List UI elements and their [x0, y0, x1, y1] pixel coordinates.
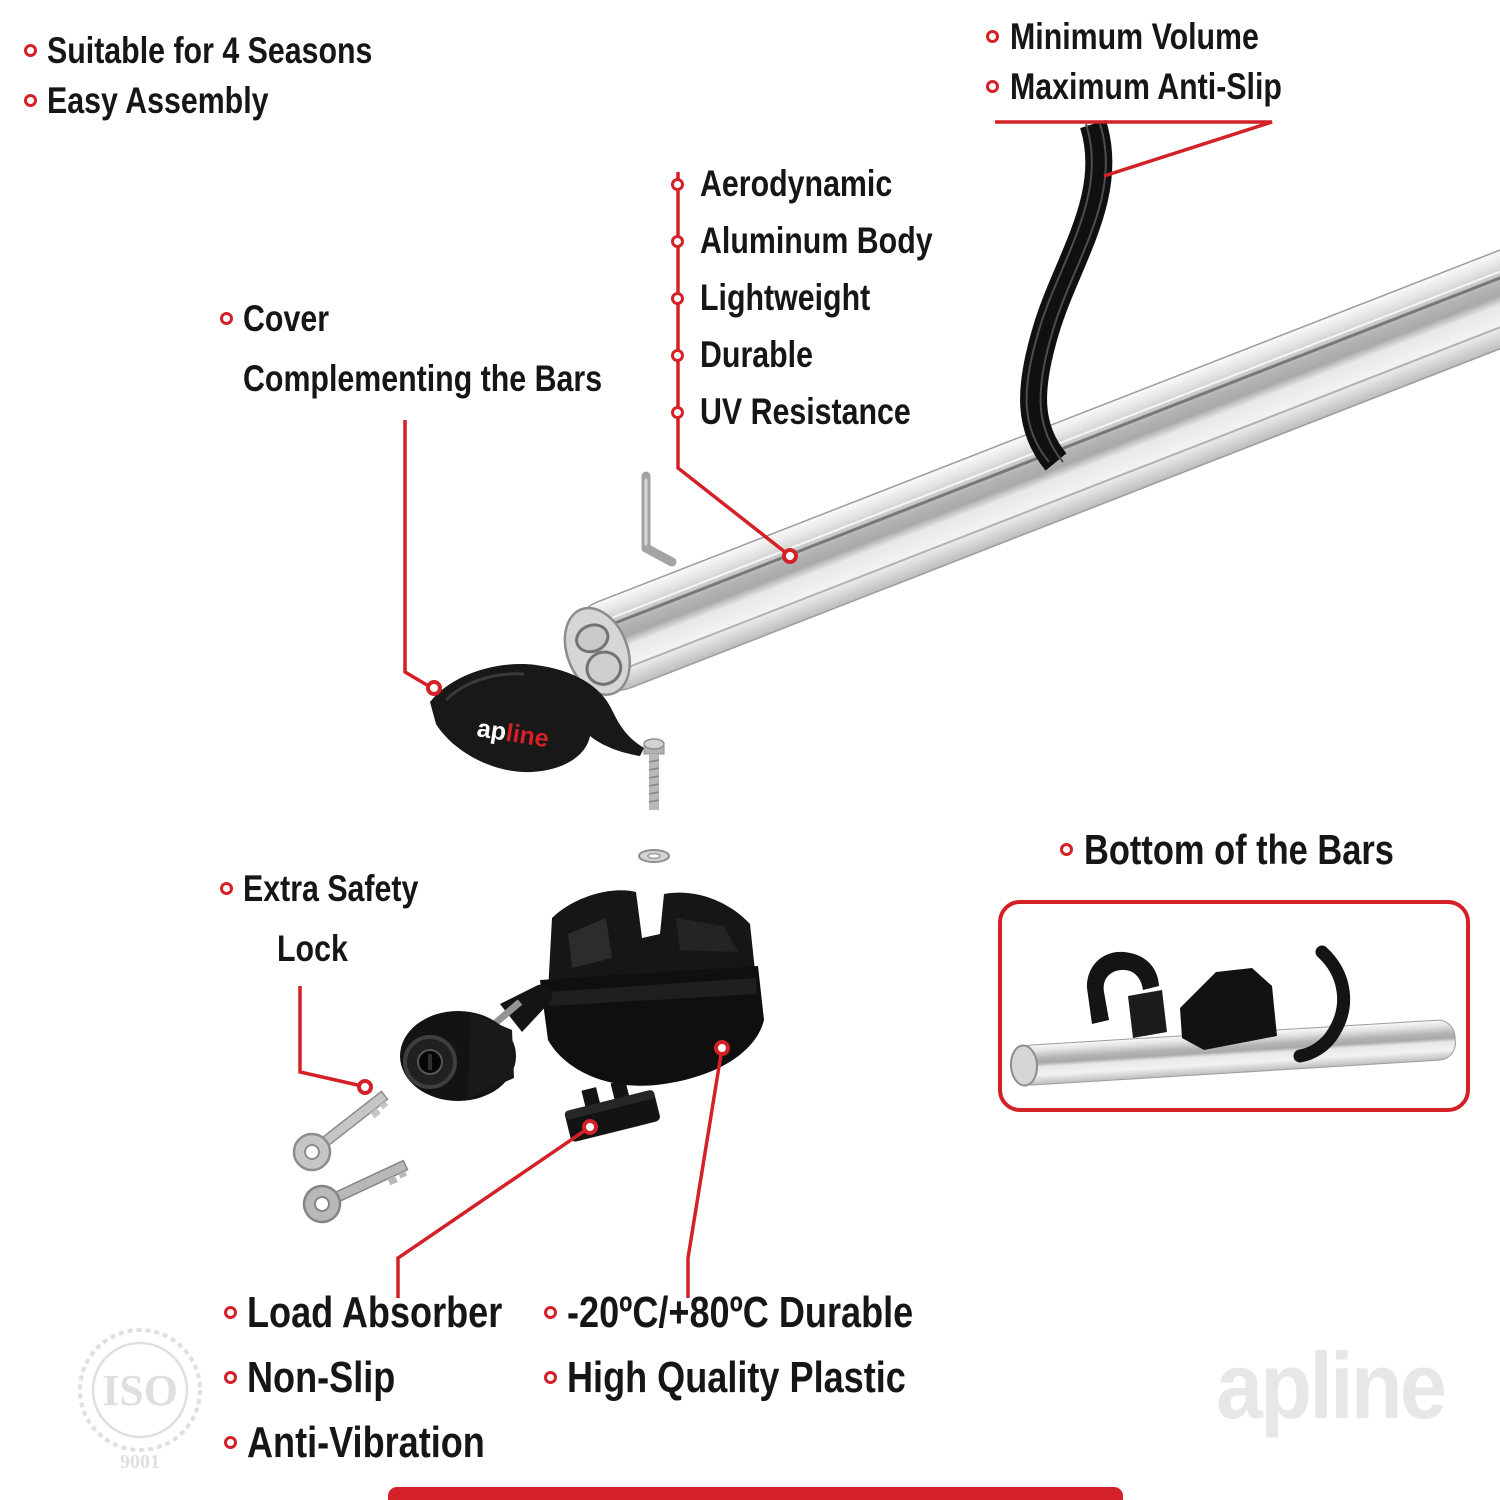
label-bottom-of-bars: Bottom of the Bars: [1084, 826, 1394, 873]
svg-text:ISO: ISO: [102, 1366, 178, 1415]
bar-end-cover: apline: [430, 664, 644, 773]
keys: [292, 1090, 409, 1224]
label-extra-safety: Extra Safety: [243, 868, 419, 909]
label-uv-resistance: UV Resistance: [700, 391, 911, 432]
bullet-icon: [224, 1371, 237, 1384]
label-complementing-bars: Complementing the Bars: [243, 358, 603, 399]
bullet-icon: [220, 882, 233, 895]
label-aluminum-body: Aluminum Body: [700, 220, 933, 261]
label-cover: Cover: [243, 298, 330, 339]
washer: [638, 849, 670, 863]
bullet-icon: [671, 406, 684, 419]
label-temperature-durable: -20ºC/+80ºC Durable: [567, 1288, 914, 1337]
bullet-icon: [24, 44, 37, 57]
label-minimum-volume: Minimum Volume: [1010, 16, 1259, 57]
bullet-icon: [671, 292, 684, 305]
bullet-icon: [24, 94, 37, 107]
bullet-icon: [224, 1306, 237, 1319]
safety-lock: [400, 984, 553, 1101]
label-high-quality-plastic: High Quality Plastic: [567, 1353, 906, 1402]
bullet-icon: [986, 30, 999, 43]
callout-dots: [357, 548, 798, 1135]
label-lightweight: Lightweight: [700, 277, 871, 318]
allen-key-icon: [641, 471, 677, 567]
bullet-icon: [544, 1371, 557, 1384]
cover-brand-logo: apline: [475, 714, 551, 753]
bullet-icon: [671, 235, 684, 248]
label-durable: Durable: [700, 334, 813, 375]
label-lock: Lock: [277, 928, 348, 969]
label-aerodynamic: Aerodynamic: [700, 163, 893, 204]
label-load-absorber: Load Absorber: [247, 1288, 503, 1337]
bullet-icon: [220, 312, 233, 325]
bottom-bars-box: [998, 900, 1470, 1112]
brand-watermark: apline: [1216, 1333, 1447, 1438]
svg-text:9001: 9001: [120, 1451, 160, 1473]
crossbar-aluminum-bar: [563, 213, 1500, 696]
bullet-icon: [544, 1306, 557, 1319]
bullet-icon: [671, 178, 684, 191]
rubber-strip: [1020, 119, 1113, 471]
callout-lines: [298, 120, 1273, 1298]
bullet-icon: [224, 1436, 237, 1449]
label-maximum-anti-slip: Maximum Anti-Slip: [1010, 66, 1282, 107]
bottom-red-strip: [388, 1487, 1123, 1500]
iso-9001-badge: ISO 9001: [78, 1328, 202, 1473]
label-easy-assembly: Easy Assembly: [47, 80, 269, 121]
bullet-icon: [986, 80, 999, 93]
bullet-icon: [1060, 843, 1073, 856]
label-anti-vibration: Anti-Vibration: [247, 1418, 485, 1467]
bolt: [643, 738, 665, 810]
bullet-icon: [671, 349, 684, 362]
label-suitable-4-seasons: Suitable for 4 Seasons: [47, 30, 373, 71]
label-non-slip: Non-Slip: [247, 1353, 396, 1402]
mounting-foot: [540, 890, 764, 1086]
